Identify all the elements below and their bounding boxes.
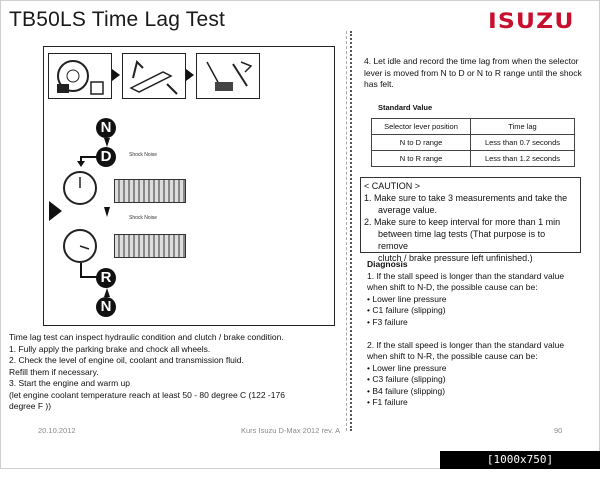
arrow-up-icon: [104, 288, 110, 297]
standard-value-title: Standard Value: [378, 103, 433, 112]
arrow-right-icon: [112, 69, 120, 81]
step-line: (let engine coolant temperature reach at…: [9, 389, 285, 400]
diagnosis-line: • B4 failure (slipping): [367, 385, 446, 396]
shock-noise-note-top: Shock Noise: [129, 152, 158, 158]
stopwatch-top-icon: [63, 171, 97, 205]
table-row: N to D range Less than 0.7 seconds: [371, 134, 575, 151]
table-cell: N to D range: [371, 134, 471, 151]
step-line: Refill them if necessary.: [9, 366, 99, 377]
diagnosis-title: Diagnosis: [367, 259, 408, 269]
step-line: 1. Fully apply the parking brake and cho…: [9, 343, 211, 354]
caution-line: between time lag tests (That purpose is …: [378, 229, 546, 251]
big-arrow-icon: [49, 201, 62, 221]
arrow-down-icon: [104, 138, 110, 147]
caution-line: average value.: [378, 205, 438, 215]
step-4-text: 4. Let idle and record the time lag from…: [364, 56, 582, 89]
caution-box: < CAUTION > 1. Make sure to take 3 measu…: [360, 177, 581, 263]
column-divider-dashed: [346, 31, 347, 431]
footer-course: Kurs Isuzu D-Max 2012 rev. A: [241, 426, 341, 435]
diagnosis-line: • C1 failure (slipping): [367, 305, 446, 315]
table-cell: Less than 0.7 seconds: [470, 134, 575, 151]
table-row: N to R range Less than 1.2 seconds: [371, 150, 575, 167]
diagnosis-line: • C3 failure (slipping): [367, 374, 446, 384]
step-line: 2. Check the level of engine oil, coolan…: [9, 355, 244, 365]
procedure-text: Time lag test can inspect hydraulic cond…: [9, 332, 339, 413]
diagnosis-line: • F3 failure: [367, 316, 408, 327]
footer-date: 20.10.2012: [38, 426, 76, 435]
diagnosis-line: 2. If the stall speed is longer than the…: [367, 339, 565, 350]
parking-brake-picture: [122, 53, 186, 99]
table-header-cell: Time lag: [470, 118, 575, 135]
step-line: 3. Start the engine and warm up: [9, 378, 130, 388]
step-line: degree F )): [9, 401, 52, 411]
caution-title: < CAUTION >: [364, 181, 421, 191]
pedal-picture: [196, 53, 260, 99]
curved-arrow-icon: [77, 156, 97, 167]
page-title: TB50LS Time Lag Test: [9, 8, 226, 31]
isuzu-logo: ISUZU: [488, 9, 575, 33]
diagnosis-line: • Lower line pressure: [367, 362, 447, 373]
curved-arrow-icon: [80, 263, 97, 278]
table-cell: Less than 1.2 seconds: [470, 150, 575, 167]
arrow-down-icon: [104, 207, 110, 217]
caution-line: clutch / brake pressure left unfinished.…: [378, 253, 533, 263]
diagnosis-spacer: [367, 328, 592, 340]
valve-bottom-picture: [114, 234, 186, 258]
slide-frame: TB50LS Time Lag Test ISUZU N D: [0, 0, 600, 469]
image-host-stamp: [1000x750] https://upic.me/: [440, 451, 600, 484]
table-header-cell: Selector lever position: [371, 118, 471, 135]
diagnosis-line: • F1 failure: [367, 397, 408, 407]
arrow-right-icon: [186, 69, 194, 81]
intro-line: Time lag test can inspect hydraulic cond…: [9, 332, 284, 342]
gear-r-icon: R: [96, 268, 116, 288]
gear-d-icon: D: [96, 147, 116, 167]
gear-n-bottom-icon: N: [96, 297, 116, 317]
table-cell: N to R range: [371, 150, 471, 167]
standard-value-table: Selector lever position Time lag N to D …: [371, 118, 575, 167]
diagnosis-section: Diagnosis 1. If the stall speed is longe…: [367, 259, 592, 409]
diagnosis-line: when shift to N-R, the possible cause ca…: [367, 351, 538, 361]
caution-line: 2. Make sure to keep interval for more t…: [364, 217, 561, 227]
column-divider: [350, 31, 352, 431]
caution-line: 1. Make sure to take 3 measurements and …: [364, 193, 568, 203]
stopwatch-bottom-icon: [63, 229, 97, 263]
wheel-chock-icon: [57, 60, 104, 95]
diagnosis-line: when shift to N-D, the possible cause ca…: [367, 282, 538, 292]
diagnosis-line: 1. If the stall speed is longer than the…: [367, 270, 565, 281]
diagnosis-line: • Lower line pressure: [367, 293, 447, 304]
wheel-chock-picture: [48, 53, 112, 99]
footer-page-number: 90: [554, 426, 563, 435]
pedal-icon: [206, 61, 253, 91]
gear-n-icon: N: [96, 118, 116, 138]
valve-top-picture: [114, 179, 186, 203]
parking-brake-icon: [129, 60, 178, 95]
table-header-row: Selector lever position Time lag: [371, 118, 575, 135]
shock-noise-note-bottom: Shock Noise: [129, 215, 158, 221]
